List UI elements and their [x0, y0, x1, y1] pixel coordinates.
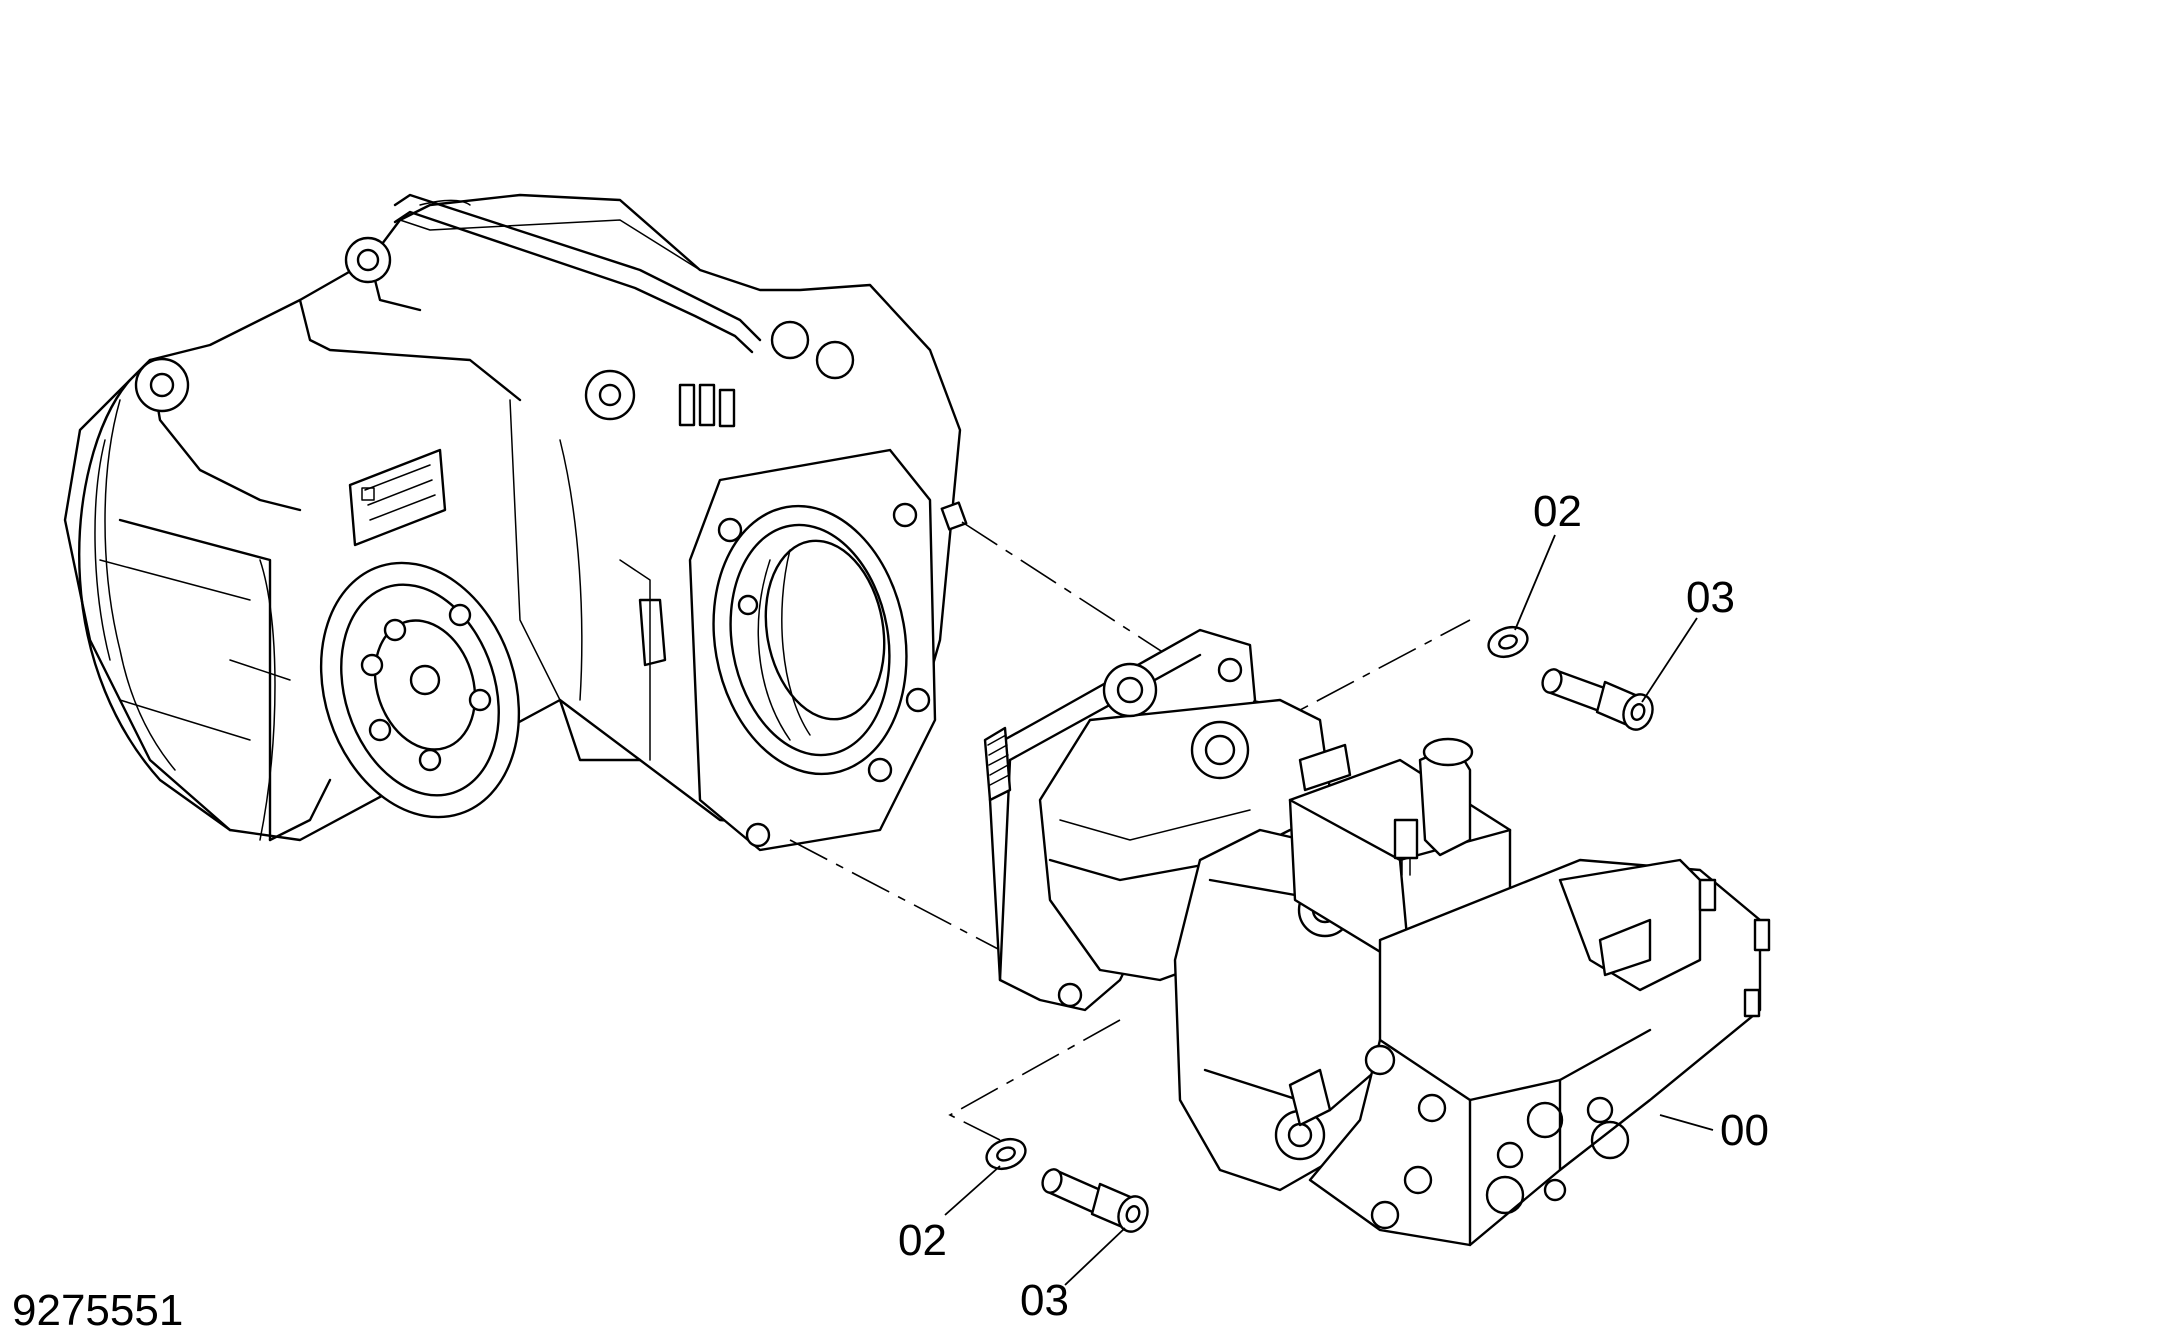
callout-03-upper: 03 [1686, 573, 1735, 622]
callout-00: 00 [1720, 1106, 1769, 1155]
washer-02-upper [1487, 625, 1529, 659]
bolt-03-lower [1041, 1168, 1149, 1233]
hydraulic-motor-assembly [983, 628, 1771, 1247]
gearbox-housing [63, 193, 968, 852]
bolt-03-upper [1541, 668, 1654, 731]
callout-02-lower: 02 [898, 1216, 947, 1265]
washer-02-lower [985, 1137, 1027, 1171]
drawing-number: 9275551 [12, 1286, 183, 1335]
leader-lines [944, 534, 1714, 1286]
callout-02-upper: 02 [1533, 487, 1582, 536]
callout-03-lower: 03 [1020, 1276, 1069, 1325]
